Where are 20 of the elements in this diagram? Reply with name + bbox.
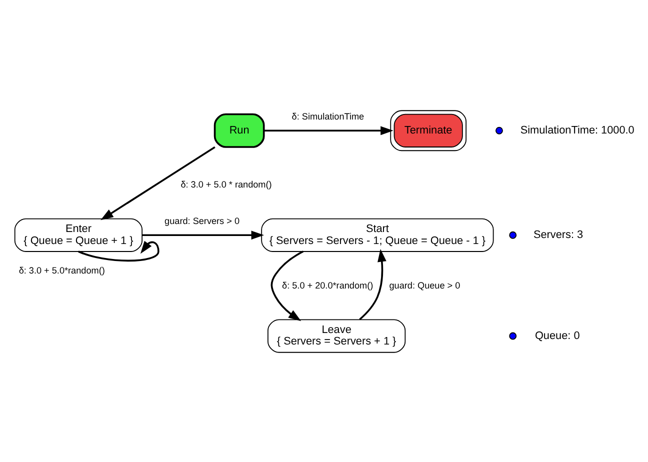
label: SimulationTime: 1000.0 — [520, 124, 634, 136]
arrow — [264, 126, 394, 135]
node-box: Start { Servers = Servers - 1; Queue = Queue - 1 } — [261, 218, 494, 252]
arrow — [100, 146, 216, 220]
edge-label: δ: SimulationTime — [292, 110, 364, 121]
node-box: Terminate — [390, 110, 466, 151]
node-box: Enter { Queue = Queue + 1 } — [14, 218, 143, 252]
arrow — [142, 230, 264, 240]
label: Queue: 0 — [534, 329, 580, 342]
arrow — [78, 240, 160, 262]
edge-label: δ: 3.0 + 5.0 * random() — [180, 178, 272, 189]
label: Servers: 3 — [533, 228, 584, 240]
edge-label: δ: 5.0 + 20.0*random() — [282, 280, 374, 290]
edge-label: guard: Queue > 0 — [389, 280, 460, 290]
arrow — [359, 248, 386, 320]
edge-label: guard: Servers > 0 — [164, 215, 240, 226]
node-box: Run — [214, 112, 265, 148]
arrow — [270, 250, 304, 321]
node-box: Leave { Servers = Servers + 1 } — [268, 318, 406, 352]
edge-label: δ: 3.0 + 5.0*random() — [18, 265, 105, 276]
